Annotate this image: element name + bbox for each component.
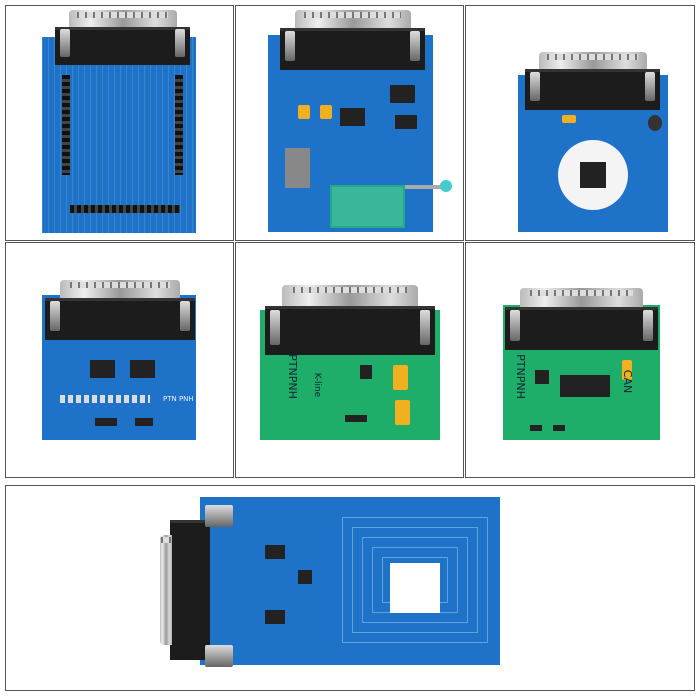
ic-chip [130,360,155,378]
db25-pins [520,288,643,307]
db25-housing [55,26,190,65]
pin-header [62,75,70,175]
ic-chip [90,360,115,378]
pin-header [70,205,180,213]
pcb-board [200,497,500,665]
capacitor [622,360,632,380]
db25-pins [282,285,418,306]
pin-header [553,425,565,431]
db25-pins [68,10,177,27]
zif-socket [330,185,405,228]
pin-header [135,418,153,426]
screw [205,645,233,667]
capacitor [298,105,310,119]
screw [270,309,280,345]
pin-header [345,415,367,422]
antenna-coil-ring [352,527,478,633]
screw [420,309,430,345]
electrolytic-cap [648,115,662,131]
screw [60,29,70,57]
regulator [285,148,310,188]
antenna-coil-ring [362,537,468,623]
db25-housing-vertical [170,520,210,660]
resistor-row [60,395,150,403]
board-label-can: CAN [621,369,635,394]
ic-chip [395,115,417,129]
db25-pins [294,10,411,28]
board-label-kline: K-line [312,372,323,398]
ic-chip [265,610,285,624]
zif-lever-knob [440,180,452,192]
board-side-label-kline: PTNPNH [285,354,299,399]
screw [510,309,520,341]
screw [645,72,655,102]
ic-chip [340,108,365,126]
antenna-coil-ring [342,517,488,643]
ic-chip [265,545,285,559]
db25-pins [60,280,180,298]
pin-header [530,425,542,431]
screw [643,309,653,341]
zif-lever [405,185,445,189]
board-side-label-can: PTNPNH [513,354,527,399]
db25-housing [280,28,425,70]
capacitor [320,105,332,119]
screw [410,31,420,61]
screw [175,29,185,57]
screw [205,505,233,527]
capacitor [562,115,576,123]
ic-chip [360,365,372,379]
board-label-ptnpnh: PTN PNH [163,395,194,403]
ic-chip [390,85,415,103]
db25-pins-vertical [160,535,172,645]
capacitor [393,365,408,390]
screw [285,31,295,61]
screw [50,301,60,331]
db25-housing [525,69,660,110]
db25-housing [505,306,658,350]
coil-window [390,563,440,613]
db25-pins [538,52,647,70]
capacitor [395,400,410,425]
screw [180,301,190,331]
pin-header [175,75,183,175]
pin-header [95,418,117,426]
db25-housing [265,306,435,355]
screw [530,72,540,102]
ic-chip [560,375,610,397]
db25-housing [45,298,195,340]
socket-core [580,162,606,188]
ic-chip [298,570,312,584]
ic-chip [535,370,549,384]
